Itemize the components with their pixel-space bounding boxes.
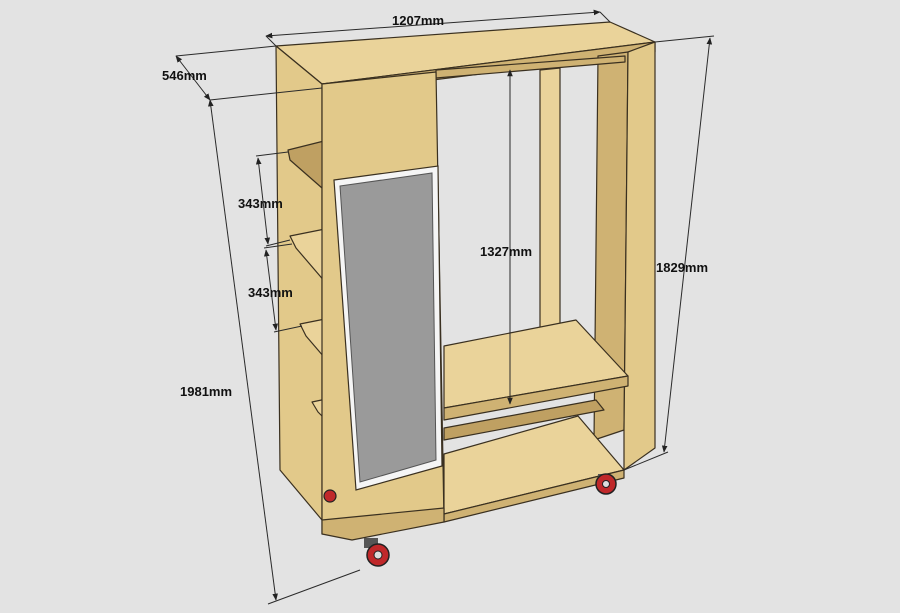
mirror-glass bbox=[339, 172, 437, 483]
middle-shelf bbox=[443, 399, 605, 441]
dimension-total-height: 1981mm bbox=[180, 99, 361, 605]
dimension-body-height: 1829mm bbox=[623, 35, 715, 471]
wardrobe bbox=[275, 21, 656, 567]
bottom-left-front bbox=[321, 507, 445, 541]
dimension-width: 1207mm bbox=[265, 9, 611, 47]
width-label: 1207mm bbox=[392, 13, 444, 28]
caster-rear-left bbox=[323, 489, 337, 503]
right-side-panel bbox=[623, 41, 656, 471]
total-height-label: 1981mm bbox=[180, 384, 232, 399]
lower-shelf-front bbox=[443, 375, 629, 421]
body-height-label: 1829mm bbox=[656, 260, 708, 275]
dimension-shelf-upper: 343mm bbox=[238, 151, 291, 247]
left-side-panel bbox=[275, 45, 323, 521]
caster-front-left bbox=[364, 538, 390, 567]
right-rear-strip bbox=[539, 67, 561, 336]
dimension-hanging-clearance: 1327mm bbox=[480, 69, 532, 405]
shelf-lower-label: 343mm bbox=[248, 285, 293, 300]
dimension-shelf-lower: 343mm bbox=[248, 243, 303, 333]
hanging-clearance-label: 1327mm bbox=[480, 244, 532, 259]
dimension-depth: 546mm bbox=[162, 45, 323, 101]
depth-label: 546mm bbox=[162, 68, 207, 83]
shelf-upper-label: 343mm bbox=[238, 196, 283, 211]
caster-front-right bbox=[595, 473, 617, 495]
